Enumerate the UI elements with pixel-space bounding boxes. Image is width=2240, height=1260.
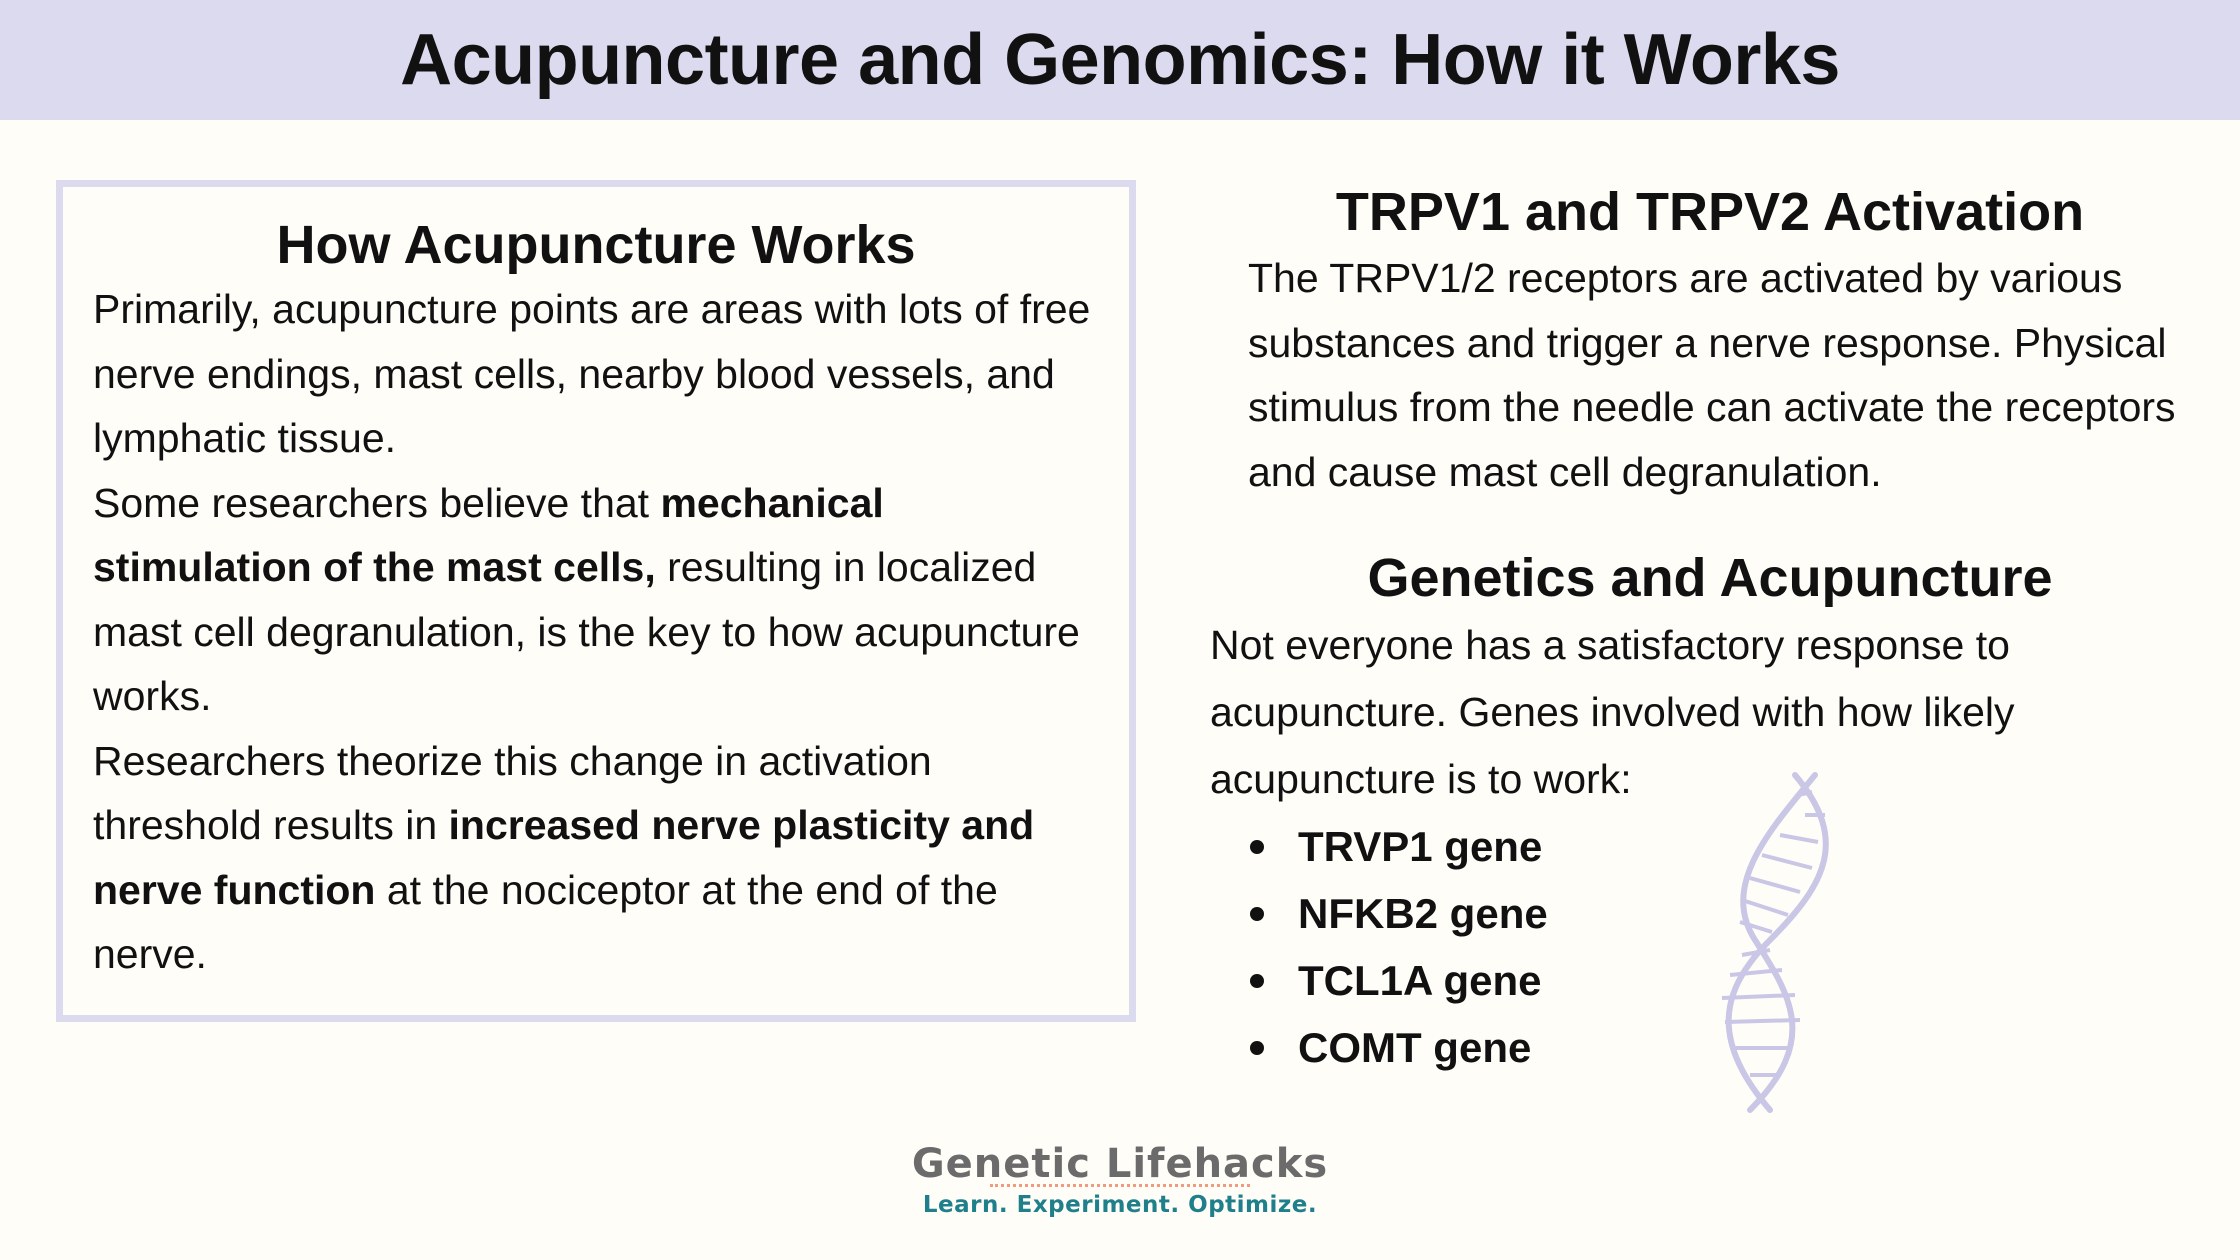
- mast-cell-text-start: Some researchers believe that: [93, 479, 661, 526]
- bullet-icon: [1250, 907, 1264, 921]
- mast-cell-text-end: resulting in localized mast cell degranu…: [93, 544, 1080, 719]
- nerve-plasticity-paragraph: Researchers theorize this change in acti…: [93, 729, 1099, 987]
- acupuncture-points-paragraph: Primarily, acupuncture points are areas …: [93, 286, 1091, 461]
- logo-name: Genetic Lifehacks: [911, 1141, 1329, 1187]
- nerve-text-end: at the nociceptor at the end of the nerv…: [93, 866, 998, 978]
- gene-label: TCL1A gene: [1298, 957, 1542, 1004]
- gene-label: NFKB2 gene: [1298, 890, 1548, 937]
- gene-list-item: COMT gene: [1210, 1014, 2210, 1081]
- dna-helix-icon: [1721, 772, 1829, 1113]
- bullet-icon: [1250, 840, 1264, 854]
- mast-cell-bold-text: mechanical stimulation of the mast cells…: [93, 479, 884, 591]
- mast-cell-paragraph: Some researchers believe that mechanical…: [93, 471, 1099, 729]
- trpv-title: TRPV1 and TRPV2 Activation: [1335, 182, 2085, 242]
- nerve-bold-text: increased nerve plasticity and nerve fun…: [93, 802, 1035, 913]
- how-acupuncture-works-title: How Acupuncture Works: [276, 215, 916, 275]
- gene-list-item: TCL1A gene: [1210, 947, 2210, 1014]
- nerve-text-start: Researchers theorize this change in acti…: [93, 737, 932, 849]
- right-column: TRPV1 and TRPV2 Activation The TRPV1/2 r…: [1210, 178, 2210, 1081]
- gene-list: TRVP1 gene NFKB2 gene TCL1A gene COMT ge…: [1210, 813, 2210, 1081]
- gene-label: COMT gene: [1298, 1024, 1532, 1071]
- bullet-icon: [1250, 974, 1264, 988]
- gene-list-item: NFKB2 gene: [1210, 880, 2210, 947]
- trpv-paragraph: The TRPV1/2 receptors are activated by v…: [1248, 255, 2176, 495]
- bullet-icon: [1250, 1041, 1264, 1055]
- page-title: Acupuncture and Genomics: How it Works: [400, 20, 1840, 100]
- gene-list-item: TRVP1 gene: [1210, 813, 2210, 880]
- logo-dotted-divider: [990, 1184, 1250, 1187]
- header-banner: Acupuncture and Genomics: How it Works: [0, 0, 2240, 120]
- logo-tagline: Learn. Experiment. Optimize.: [922, 1192, 1318, 1218]
- gene-label: TRVP1 gene: [1298, 823, 1543, 870]
- genetics-title: Genetics and Acupuncture: [1367, 548, 2053, 608]
- genetics-paragraph: Not everyone has a satisfactory response…: [1210, 622, 2015, 802]
- brand-logo: Genetic Lifehacks Learn. Experiment. Opt…: [0, 1140, 2240, 1219]
- how-acupuncture-works-box: How Acupuncture Works Primarily, acupunc…: [56, 180, 1136, 1022]
